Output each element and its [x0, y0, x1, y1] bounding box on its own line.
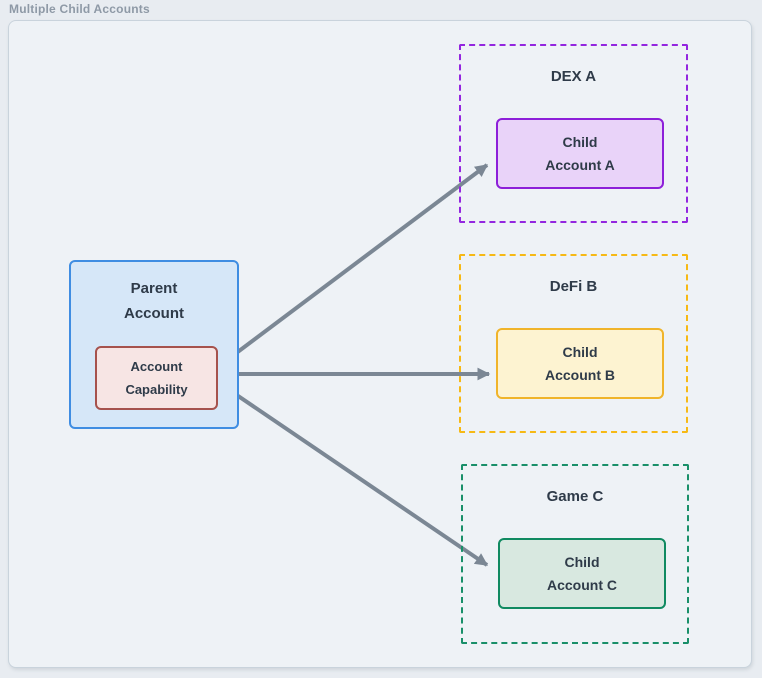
child-account-a-label: Child Account A [545, 133, 615, 173]
child-account-c-label: Child Account C [547, 553, 617, 593]
group-game-c-title: Game C [546, 488, 604, 505]
group-defi-b: DeFi B Child Account B [459, 254, 688, 433]
diagram-panel: Parent Account Account Capability DEX A … [8, 20, 752, 668]
child-account-c-node: Child Account C [498, 538, 666, 609]
group-dex-a: DEX A Child Account A [459, 44, 688, 223]
child-account-b-node: Child Account B [496, 328, 664, 399]
page-title: Multiple Child Accounts [9, 2, 150, 16]
child-account-b-label: Child Account B [545, 343, 615, 383]
child-account-a-node: Child Account A [496, 118, 664, 189]
group-dex-a-title: DEX A [550, 68, 597, 85]
account-capability-node: Account Capability [95, 346, 218, 410]
arrow-parent-to-child-c [217, 381, 489, 567]
arrow-parent-to-child-a [217, 163, 489, 368]
group-game-c: Game C Child Account C [461, 464, 689, 644]
group-defi-b-title: DeFi B [549, 278, 598, 295]
parent-account-node: Parent Account Account Capability [69, 260, 239, 429]
parent-account-label: Parent Account [124, 280, 184, 322]
account-capability-label: Account Capability [125, 359, 188, 397]
